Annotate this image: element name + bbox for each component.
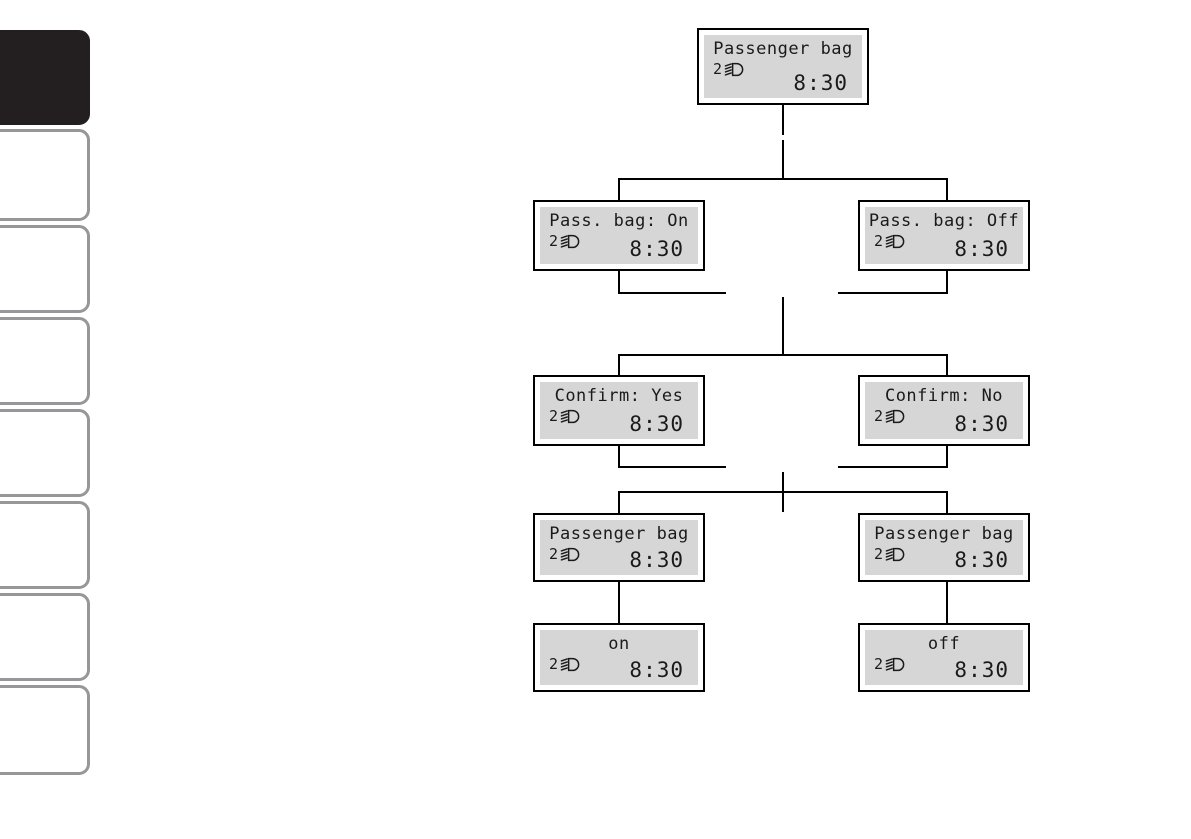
lcd-title-text: Pass. bag: Off xyxy=(868,211,1020,231)
lcd-panel: off 2 8:30 xyxy=(865,630,1023,685)
sidebar-tab-7[interactable] xyxy=(0,593,90,681)
lcd-title-text: off xyxy=(927,634,961,654)
lcd-panel: on 2 8:30 xyxy=(540,630,698,685)
connector-left-leaf-link xyxy=(618,582,620,624)
sidebar-tab-5[interactable] xyxy=(0,409,90,497)
connector-no-drop xyxy=(946,446,948,468)
connector-off-elbow xyxy=(838,292,948,294)
lcd-title-text: Passenger bag xyxy=(549,524,689,544)
lcd-indicator-group: 2 xyxy=(874,657,905,672)
occupant-count-indicator: 2 xyxy=(549,545,559,563)
connector-split1-trunk xyxy=(782,140,784,179)
occupant-count-indicator: 2 xyxy=(874,545,884,563)
connector-off-drop xyxy=(946,271,948,294)
lcd-indicator-group: 2 xyxy=(874,547,905,562)
occupant-count-indicator: 2 xyxy=(549,655,559,673)
connector-yes-elbow xyxy=(618,466,726,468)
sidebar-tab-4[interactable] xyxy=(0,317,90,405)
connector-yes-drop xyxy=(618,446,620,468)
lcd-clock: 8:30 xyxy=(629,412,684,436)
lcd-indicator-group: 2 xyxy=(874,409,905,424)
lcd-indicator-group: 2 xyxy=(549,547,580,562)
connector-no-elbow xyxy=(838,466,948,468)
lcd-clock: 8:30 xyxy=(954,658,1009,682)
sidebar-tab-1[interactable] xyxy=(0,30,90,125)
connector-split3-bar xyxy=(618,491,948,493)
sidebar-tab-2[interactable] xyxy=(0,129,90,221)
lcd-title-text: Confirm: No xyxy=(884,386,1004,406)
lcd-clock: 8:30 xyxy=(954,237,1009,261)
lcd-clock: 8:30 xyxy=(954,548,1009,572)
connector-split1-left-drop xyxy=(618,178,620,201)
connector-right-leaf-link xyxy=(946,582,948,624)
connector-root-stub xyxy=(782,105,784,135)
occupant-count-indicator: 2 xyxy=(874,407,884,425)
lcd-clock: 8:30 xyxy=(793,71,848,95)
lcd-title-text: Pass. bag: On xyxy=(549,211,689,231)
lcd-clock: 8:30 xyxy=(629,548,684,572)
occupant-count-indicator: 2 xyxy=(874,655,884,673)
headlamp-icon xyxy=(885,657,905,672)
connector-on-drop xyxy=(618,271,620,294)
lcd-title-text: on xyxy=(608,634,630,654)
headlamp-icon xyxy=(724,62,744,77)
headlamp-icon xyxy=(560,409,580,424)
sidebar-tab-8[interactable] xyxy=(0,685,90,775)
occupant-count-indicator: 2 xyxy=(713,60,723,78)
connector-split1-bar xyxy=(618,178,948,180)
lcd-clock: 8:30 xyxy=(954,412,1009,436)
sidebar-tab-6[interactable] xyxy=(0,501,90,589)
sidebar-tab-strip xyxy=(0,0,95,839)
connector-split3-right-drop xyxy=(946,491,948,514)
lcd-indicator-group: 2 xyxy=(549,234,580,249)
connector-on-elbow xyxy=(618,292,726,294)
sidebar-tab-3[interactable] xyxy=(0,225,90,313)
headlamp-icon xyxy=(885,409,905,424)
connector-split2-right-drop xyxy=(946,354,948,376)
headlamp-icon xyxy=(885,547,905,562)
lcd-title-text: Passenger bag xyxy=(874,524,1014,544)
connector-split2-left-drop xyxy=(618,354,620,376)
lcd-indicator-group: 2 xyxy=(549,409,580,424)
lcd-title-text: Confirm: Yes xyxy=(554,386,684,406)
connector-split1-right-drop xyxy=(946,178,948,201)
headlamp-icon xyxy=(885,234,905,249)
lcd-title-text: Passenger bag xyxy=(713,39,853,59)
lcd-clock: 8:30 xyxy=(629,658,684,682)
lcd-indicator-group: 2 xyxy=(713,62,744,77)
headlamp-icon xyxy=(560,547,580,562)
lcd-indicator-group: 2 xyxy=(874,234,905,249)
connector-split2-trunk xyxy=(782,297,784,355)
occupant-count-indicator: 2 xyxy=(549,407,559,425)
occupant-count-indicator: 2 xyxy=(874,232,884,250)
lcd-screen-status-off: off 2 8:30 xyxy=(858,623,1030,692)
headlamp-icon xyxy=(560,234,580,249)
connector-split2-bar xyxy=(618,354,948,356)
connector-split3-left-drop xyxy=(618,491,620,514)
headlamp-icon xyxy=(560,657,580,672)
occupant-count-indicator: 2 xyxy=(549,232,559,250)
lcd-screen-status-on: on 2 8:30 xyxy=(533,623,705,692)
lcd-clock: 8:30 xyxy=(629,237,684,261)
lcd-indicator-group: 2 xyxy=(549,657,580,672)
